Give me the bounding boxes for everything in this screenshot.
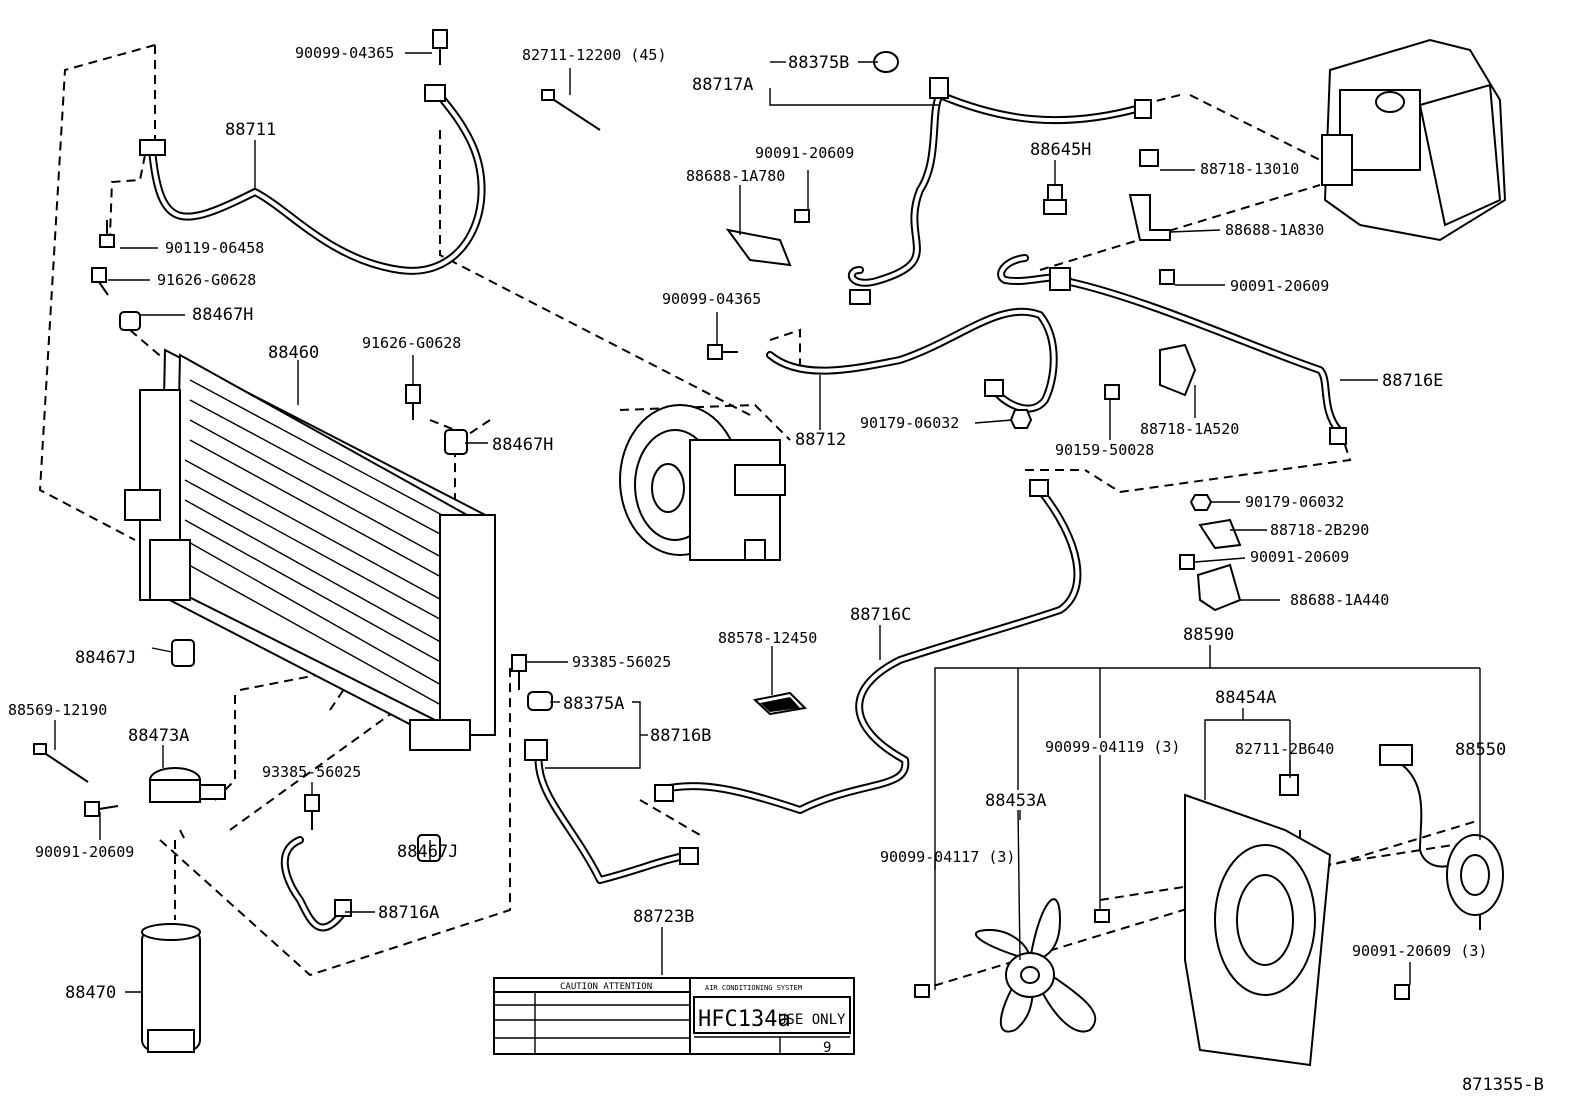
- label-90179-06032-a: 90179-06032: [860, 414, 959, 432]
- label-90091-20609-e: 90091-20609 (3): [1352, 942, 1487, 960]
- use-only-text: USE ONLY: [778, 1012, 846, 1028]
- part-number-labels: 90099-04365 82711-12200 (45) 88717A 8837…: [8, 44, 1544, 1095]
- label-90091-20609-c: 90091-20609: [1250, 548, 1349, 566]
- label-93385-56025-a: 93385-56025: [572, 653, 671, 671]
- condenser-88460: [124, 348, 497, 751]
- label-number: 9: [823, 1040, 831, 1056]
- label-88718-2B290: 88718-2B290: [1270, 521, 1369, 539]
- label-88467J-b: 88467J: [397, 842, 458, 862]
- label-88716B: 88716B: [650, 726, 711, 746]
- label-88711: 88711: [225, 120, 276, 140]
- fan-assembly: [975, 744, 1504, 1067]
- label-93385-56025-b: 93385-56025: [262, 763, 361, 781]
- label-82711-12200: 82711-12200 (45): [522, 46, 667, 64]
- refrigerant-text: HFC134a: [698, 1007, 791, 1032]
- receiver-88470: [141, 923, 201, 1053]
- label-88375A: 88375A: [563, 694, 624, 714]
- label-88550: 88550: [1455, 740, 1506, 760]
- label-88578-12450: 88578-12450: [718, 629, 817, 647]
- label-88688-1A440: 88688-1A440: [1290, 591, 1389, 609]
- label-88467H-a: 88467H: [192, 305, 253, 325]
- label-90099-04119: 90099-04119 (3): [1045, 738, 1180, 756]
- label-88716C: 88716C: [850, 605, 911, 625]
- label-88688-1A830: 88688-1A830: [1225, 221, 1324, 239]
- label-88375B: 88375B: [788, 53, 849, 73]
- label-88473A: 88473A: [128, 726, 189, 746]
- leader-lines: [54, 52, 1481, 993]
- label-90091-20609-a: 90091-20609: [755, 144, 854, 162]
- label-82711-2B640: 82711-2B640: [1235, 740, 1334, 758]
- label-88590: 88590: [1183, 625, 1234, 645]
- label-88569-12190: 88569-12190: [8, 701, 107, 719]
- label-88467J-a: 88467J: [75, 648, 136, 668]
- label-91626-G0628-a: 91626-G0628: [157, 271, 256, 289]
- refrigerant-lines: [148, 86, 1461, 932]
- compressor: [619, 404, 786, 561]
- label-90119-06458: 90119-06458: [165, 239, 264, 257]
- label-88716A: 88716A: [378, 903, 439, 923]
- system-text: AIR CONDITIONING SYSTEM: [705, 984, 802, 992]
- label-88453A: 88453A: [985, 791, 1046, 811]
- label-91626-G0628-b: 91626-G0628: [362, 334, 461, 352]
- label-90099-04365-top: 90099-04365: [295, 44, 394, 62]
- label-90159-50028: 90159-50028: [1055, 441, 1154, 459]
- label-88718-1A520: 88718-1A520: [1140, 420, 1239, 438]
- label-90099-04365-mid: 90099-04365: [662, 290, 761, 308]
- label-88688-1A780: 88688-1A780: [686, 167, 785, 185]
- figure-id: 871355-B: [1462, 1075, 1544, 1095]
- label-88460: 88460: [268, 343, 319, 363]
- caution-label-88723B: CAUTION ATTENTION AIR CONDITIONING SYSTE…: [493, 977, 855, 1056]
- label-88717A: 88717A: [692, 75, 753, 95]
- label-88645H: 88645H: [1030, 140, 1091, 160]
- label-90179-06032-b: 90179-06032: [1245, 493, 1344, 511]
- label-88718-13010: 88718-13010: [1200, 160, 1299, 178]
- label-88470: 88470: [65, 983, 116, 1003]
- label-88712: 88712: [795, 430, 846, 450]
- label-88716E: 88716E: [1382, 371, 1443, 391]
- label-88723B: 88723B: [633, 907, 694, 927]
- label-90091-20609-b: 90091-20609: [1230, 277, 1329, 295]
- label-88467H-b: 88467H: [492, 435, 553, 455]
- caution-text: CAUTION ATTENTION: [560, 982, 652, 992]
- label-90099-04117: 90099-04117 (3): [880, 848, 1015, 866]
- evaporator-unit: [1321, 38, 1507, 242]
- label-90091-20609-d: 90091-20609: [35, 843, 134, 861]
- label-88454A: 88454A: [1215, 688, 1276, 708]
- hardware-parts: [33, 29, 1410, 1000]
